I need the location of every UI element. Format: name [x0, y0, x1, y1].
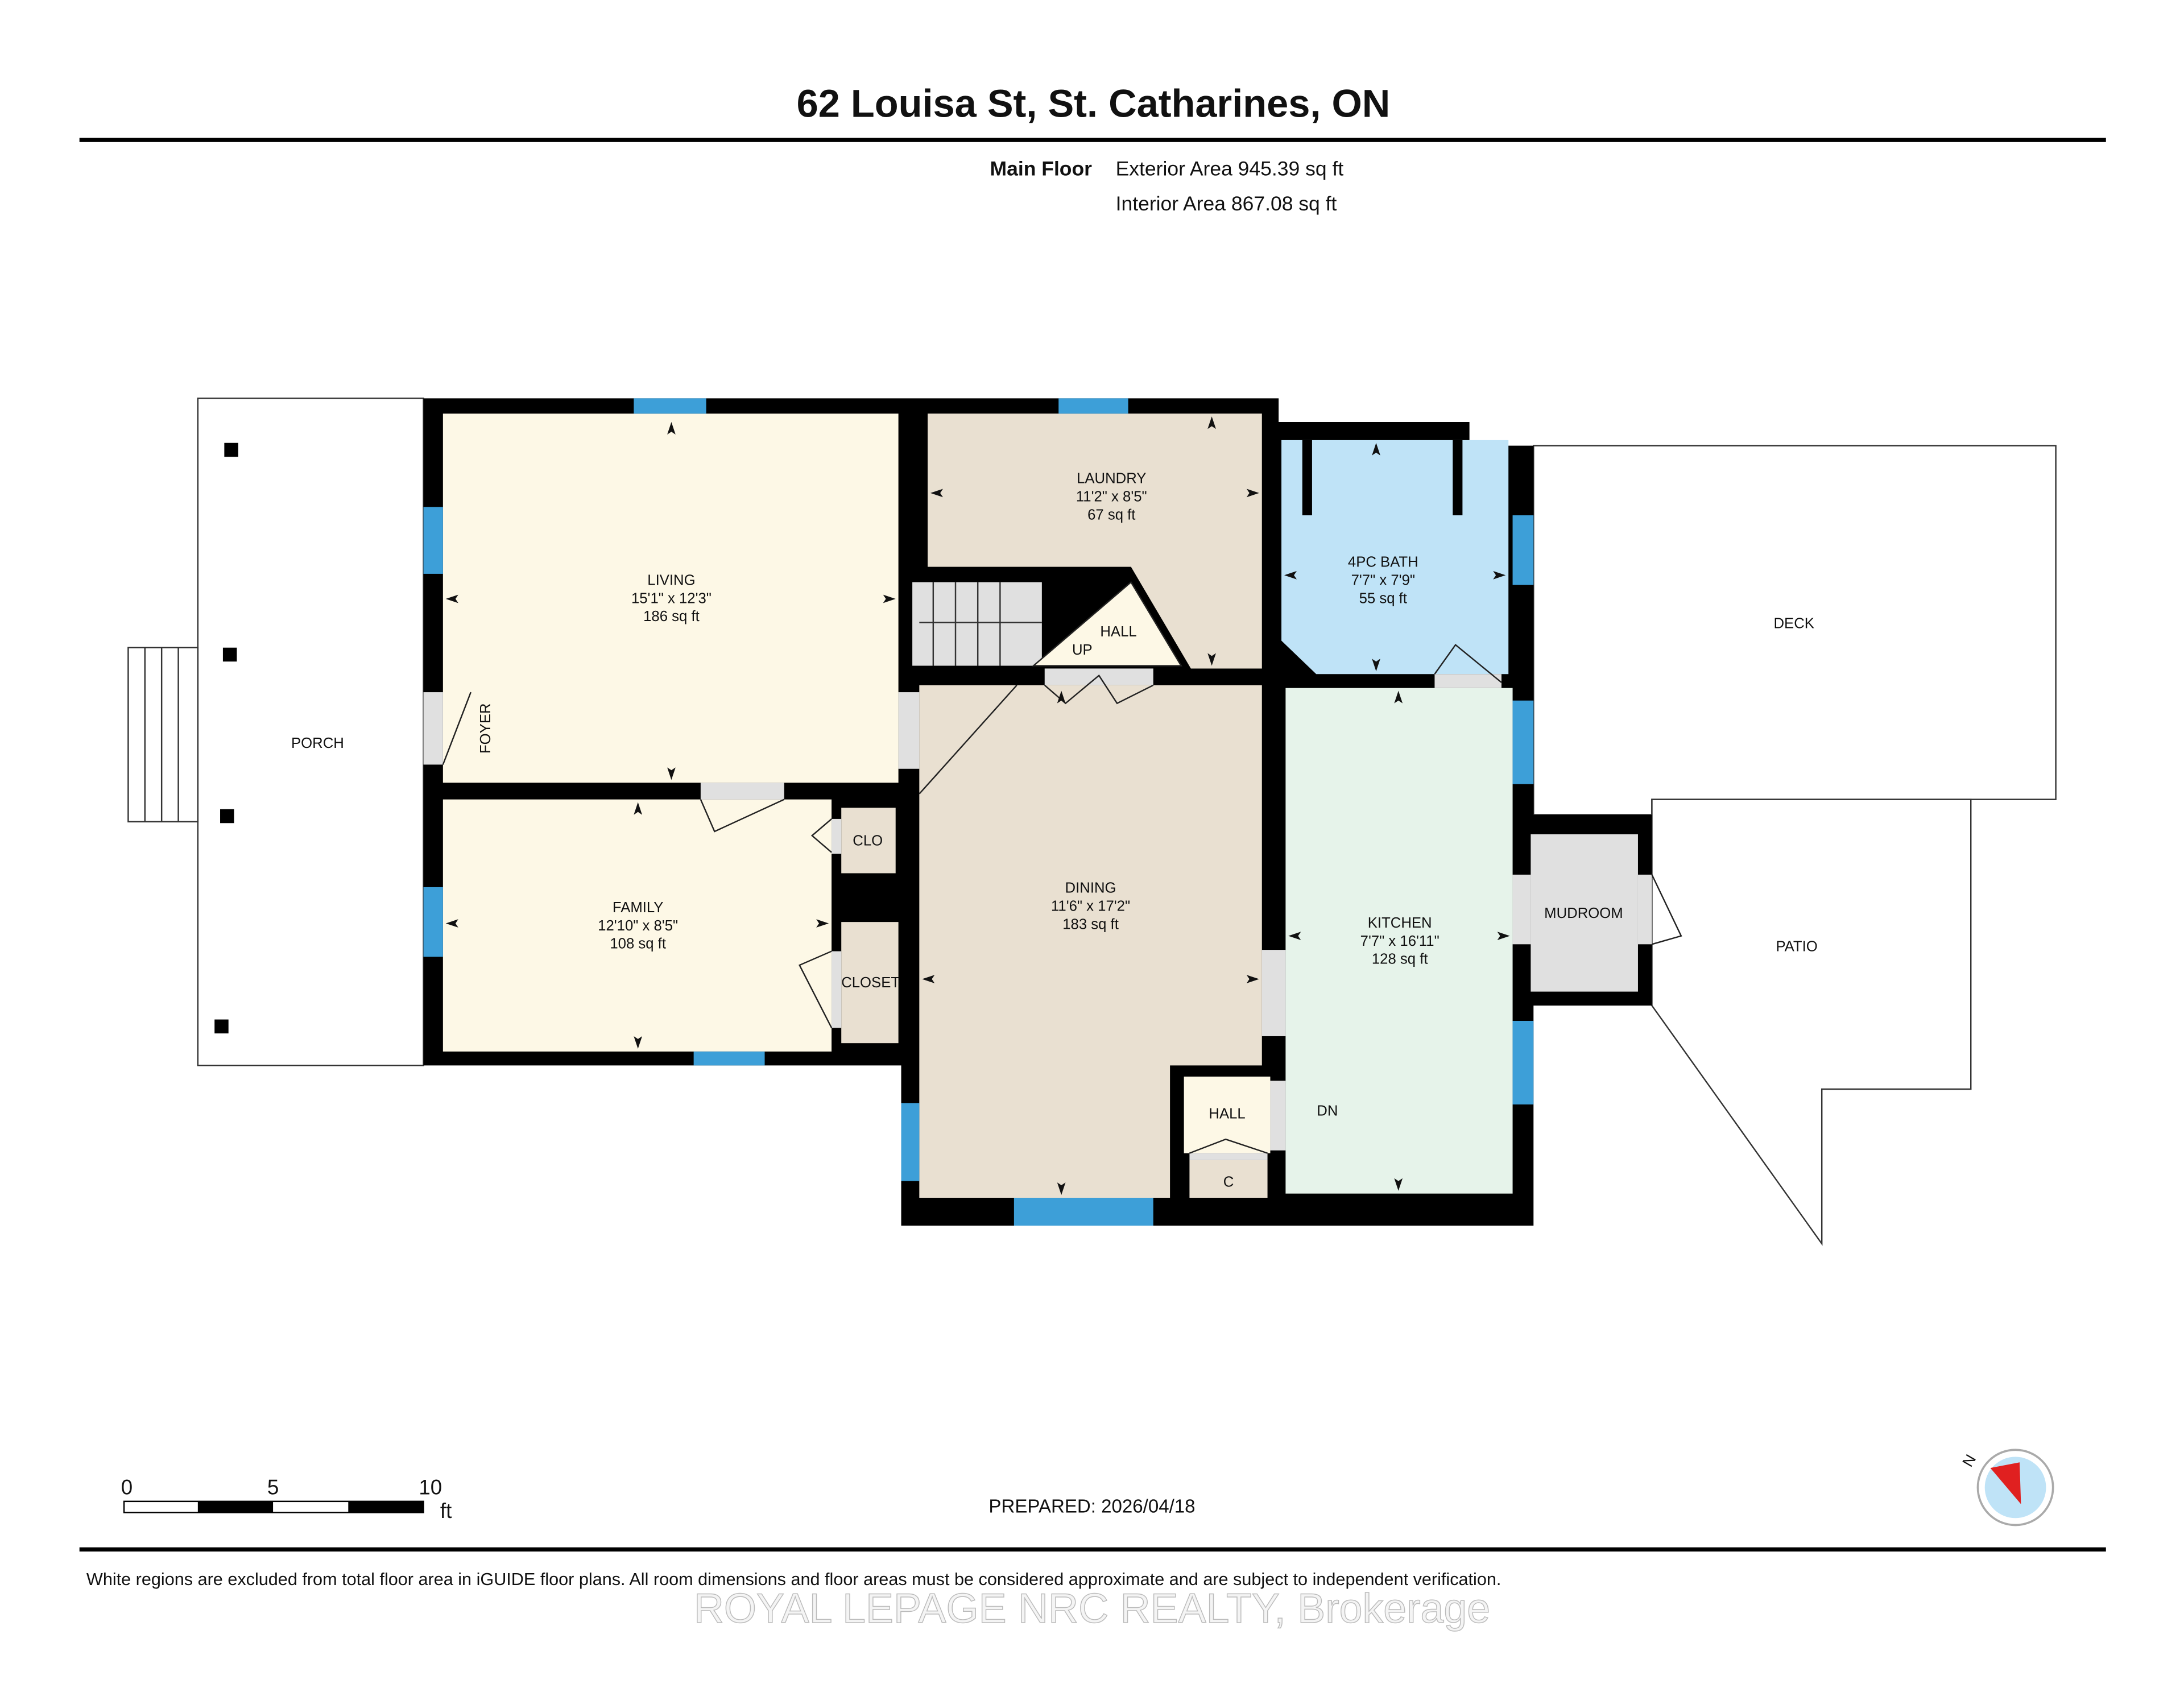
bath-room — [1281, 440, 1509, 675]
room-name: 4PC BATH — [1348, 555, 1418, 570]
room-bath: 4PC BATH 7'7" x 7'9" 55 sq ft — [1348, 555, 1418, 607]
door-openings — [423, 668, 1652, 1160]
closet — [841, 922, 899, 1044]
windows — [423, 398, 1534, 1226]
porch-label: PORCH — [291, 735, 344, 751]
clo — [841, 808, 896, 874]
c-label: C — [1223, 1174, 1234, 1190]
compass-north-label: N — [1959, 1451, 1979, 1470]
room-family: FAMILY 12'10" x 8'5" 108 sq ft — [598, 900, 678, 952]
exterior-area: Exterior Area 945.39 sq ft — [1116, 158, 1344, 180]
room-area: 183 sq ft — [1062, 916, 1119, 932]
room-name: FAMILY — [613, 900, 664, 916]
page-title: 62 Louisa St, St. Catharines, ON — [797, 82, 1391, 126]
stair-treads — [919, 582, 1042, 666]
room-laundry: LAUNDRY 11'2" x 8'5" 67 sq ft — [1076, 471, 1147, 523]
porch-steps — [127, 647, 199, 823]
room-dims: 11'6" x 17'2" — [1051, 899, 1130, 915]
kitchen-room — [1285, 688, 1513, 1194]
scale-tick-0: 0 — [121, 1476, 133, 1499]
header-divider — [79, 138, 2106, 142]
room-name: KITCHEN — [1368, 915, 1432, 931]
patio-label: PATIO — [1776, 939, 1817, 955]
door-swings — [442, 644, 1682, 1154]
lower-hall-label: HALL — [1209, 1106, 1245, 1122]
clo-label: CLO — [853, 833, 883, 849]
mudroom — [1531, 834, 1638, 992]
room-name: LAUNDRY — [1077, 471, 1146, 487]
stair-line — [919, 685, 1017, 795]
scale-tick-10: 10 — [419, 1476, 442, 1499]
dimension-arrows — [445, 416, 1510, 1195]
scale-bar: 0 5 10 ft — [121, 1476, 452, 1523]
room-dining: DINING 11'6" x 17'2" 183 sq ft — [1051, 880, 1130, 933]
room-name: LIVING — [647, 573, 695, 589]
room-living: LIVING 15'1" x 12'3" 186 sq ft — [631, 573, 712, 625]
room-dims: 7'7" x 16'11" — [1360, 933, 1440, 949]
brokerage-watermark: ROYAL LEPAGE NRC REALTY, Brokerage — [694, 1584, 1490, 1632]
bath-wall-stub — [1302, 440, 1312, 516]
room-dims: 12'10" x 8'5" — [598, 918, 678, 934]
room-dims: 7'7" x 7'9" — [1351, 573, 1415, 589]
room-name: DINING — [1065, 880, 1116, 896]
living-room — [442, 413, 899, 783]
dining-room — [919, 685, 1262, 1198]
room-dims: 15'1" x 12'3" — [631, 590, 712, 606]
scale-tick-5: 5 — [267, 1476, 279, 1499]
hall-label: HALL — [1100, 624, 1136, 640]
room-kitchen: KITCHEN 7'7" x 16'11" 128 sq ft — [1360, 915, 1440, 967]
room-area: 186 sq ft — [643, 609, 700, 624]
compass-icon: N — [1959, 1449, 2054, 1526]
footer-divider — [79, 1547, 2106, 1552]
room-area: 67 sq ft — [1087, 507, 1135, 523]
family-room — [442, 799, 832, 1052]
interior-area: Interior Area 867.08 sq ft — [1116, 192, 1337, 215]
mudroom-label: MUDROOM — [1544, 905, 1623, 921]
deck-label: DECK — [1774, 615, 1814, 631]
prepared-date: PREPARED: 2026/04/18 — [988, 1496, 1195, 1517]
patio — [1651, 799, 1972, 1246]
up-label: UP — [1072, 642, 1093, 658]
disclaimer: White regions are excluded from total fl… — [86, 1570, 1501, 1589]
room-area: 55 sq ft — [1359, 590, 1407, 606]
porch-posts — [214, 442, 238, 1034]
room-area: 108 sq ft — [610, 936, 666, 952]
floor-name: Main Floor — [990, 158, 1093, 180]
c-closet — [1189, 1160, 1268, 1198]
bath-wall-stub — [1453, 440, 1463, 516]
stairs — [912, 582, 1042, 666]
room-dims: 11'2" x 8'5" — [1076, 489, 1147, 505]
laundry-room — [928, 413, 1262, 669]
foyer-label: FOYER — [478, 703, 494, 754]
dn-label: DN — [1317, 1103, 1338, 1119]
room-area: 128 sq ft — [1372, 951, 1428, 967]
porch — [197, 398, 424, 1066]
upper-hall — [1031, 581, 1182, 667]
closet-label: CLOSET — [841, 975, 900, 991]
scale-unit: ft — [440, 1499, 452, 1522]
